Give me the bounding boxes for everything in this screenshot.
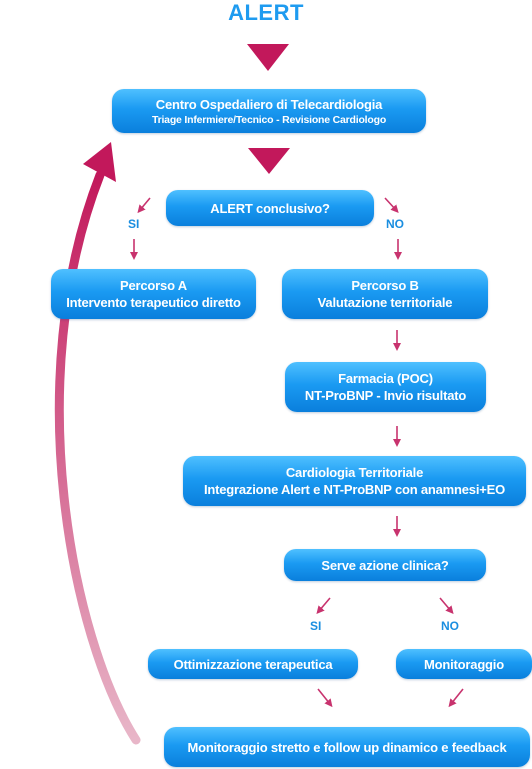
- node-serve-azione: Serve azione clinica?: [284, 549, 486, 581]
- node-monitoraggio: Monitoraggio: [396, 649, 532, 679]
- node-label: Centro Ospedaliero di Telecardiologia: [155, 96, 383, 112]
- arrow-to-no-1: [384, 197, 399, 213]
- branch-label-si-2: SI: [310, 619, 322, 633]
- arrow-to-si-1: [137, 197, 151, 214]
- branch-label-si-1: SI: [128, 217, 140, 231]
- node-label: Percorso B: [351, 278, 419, 293]
- arrow-to-no-2: [439, 597, 454, 615]
- node-percorso-a: Percorso A Intervento terapeutico dirett…: [51, 269, 256, 319]
- node-sublabel: Integrazione Alert e NT-ProBNP con anamn…: [203, 482, 506, 497]
- triangle-arrow-top: [247, 44, 289, 71]
- node-label: Ottimizzazione terapeutica: [173, 656, 333, 672]
- node-label: Cardiologia Territoriale: [285, 465, 424, 480]
- node-sublabel: Valutazione territoriale: [317, 295, 453, 310]
- node-label: Percorso A: [120, 278, 187, 293]
- node-label: Serve azione clinica?: [321, 557, 449, 573]
- triangle-arrow-center: [248, 148, 290, 174]
- node-centro-ospedaliero: Centro Ospedaliero di Telecardiologia Tr…: [112, 89, 426, 133]
- node-monitoraggio-stretto: Monitoraggio stretto e follow up dinamic…: [164, 727, 530, 767]
- node-sublabel: Triage Infermiere/Tecnico - Revisione Ca…: [151, 113, 387, 126]
- node-farmacia: Farmacia (POC) NT-ProBNP - Invio risulta…: [285, 362, 486, 412]
- node-percorso-b: Percorso B Valutazione territoriale: [282, 269, 488, 319]
- arrow-mon-to-final: [448, 688, 464, 708]
- page-title: ALERT: [228, 0, 304, 25]
- feedback-arrow: [54, 170, 141, 745]
- branch-label-no-1: NO: [386, 217, 404, 231]
- node-cardiologia-territoriale: Cardiologia Territoriale Integrazione Al…: [183, 456, 526, 506]
- node-sublabel: NT-ProBNP - Invio risultato: [304, 388, 467, 403]
- node-ottimizzazione: Ottimizzazione terapeutica: [148, 649, 358, 679]
- node-label: Farmacia (POC): [338, 371, 433, 386]
- node-label: Monitoraggio: [424, 656, 504, 672]
- node-label: Monitoraggio stretto e follow up dinamic…: [187, 739, 507, 755]
- node-sublabel: Intervento terapeutico diretto: [66, 295, 241, 310]
- node-alert-conclusivo: ALERT conclusivo?: [166, 190, 374, 226]
- feedback-arrowhead: [83, 142, 116, 182]
- branch-label-no-2: NO: [441, 619, 459, 633]
- arrow-to-si-2: [316, 597, 331, 615]
- arrow-ott-to-final: [317, 688, 333, 708]
- node-label: ALERT conclusivo?: [210, 200, 330, 216]
